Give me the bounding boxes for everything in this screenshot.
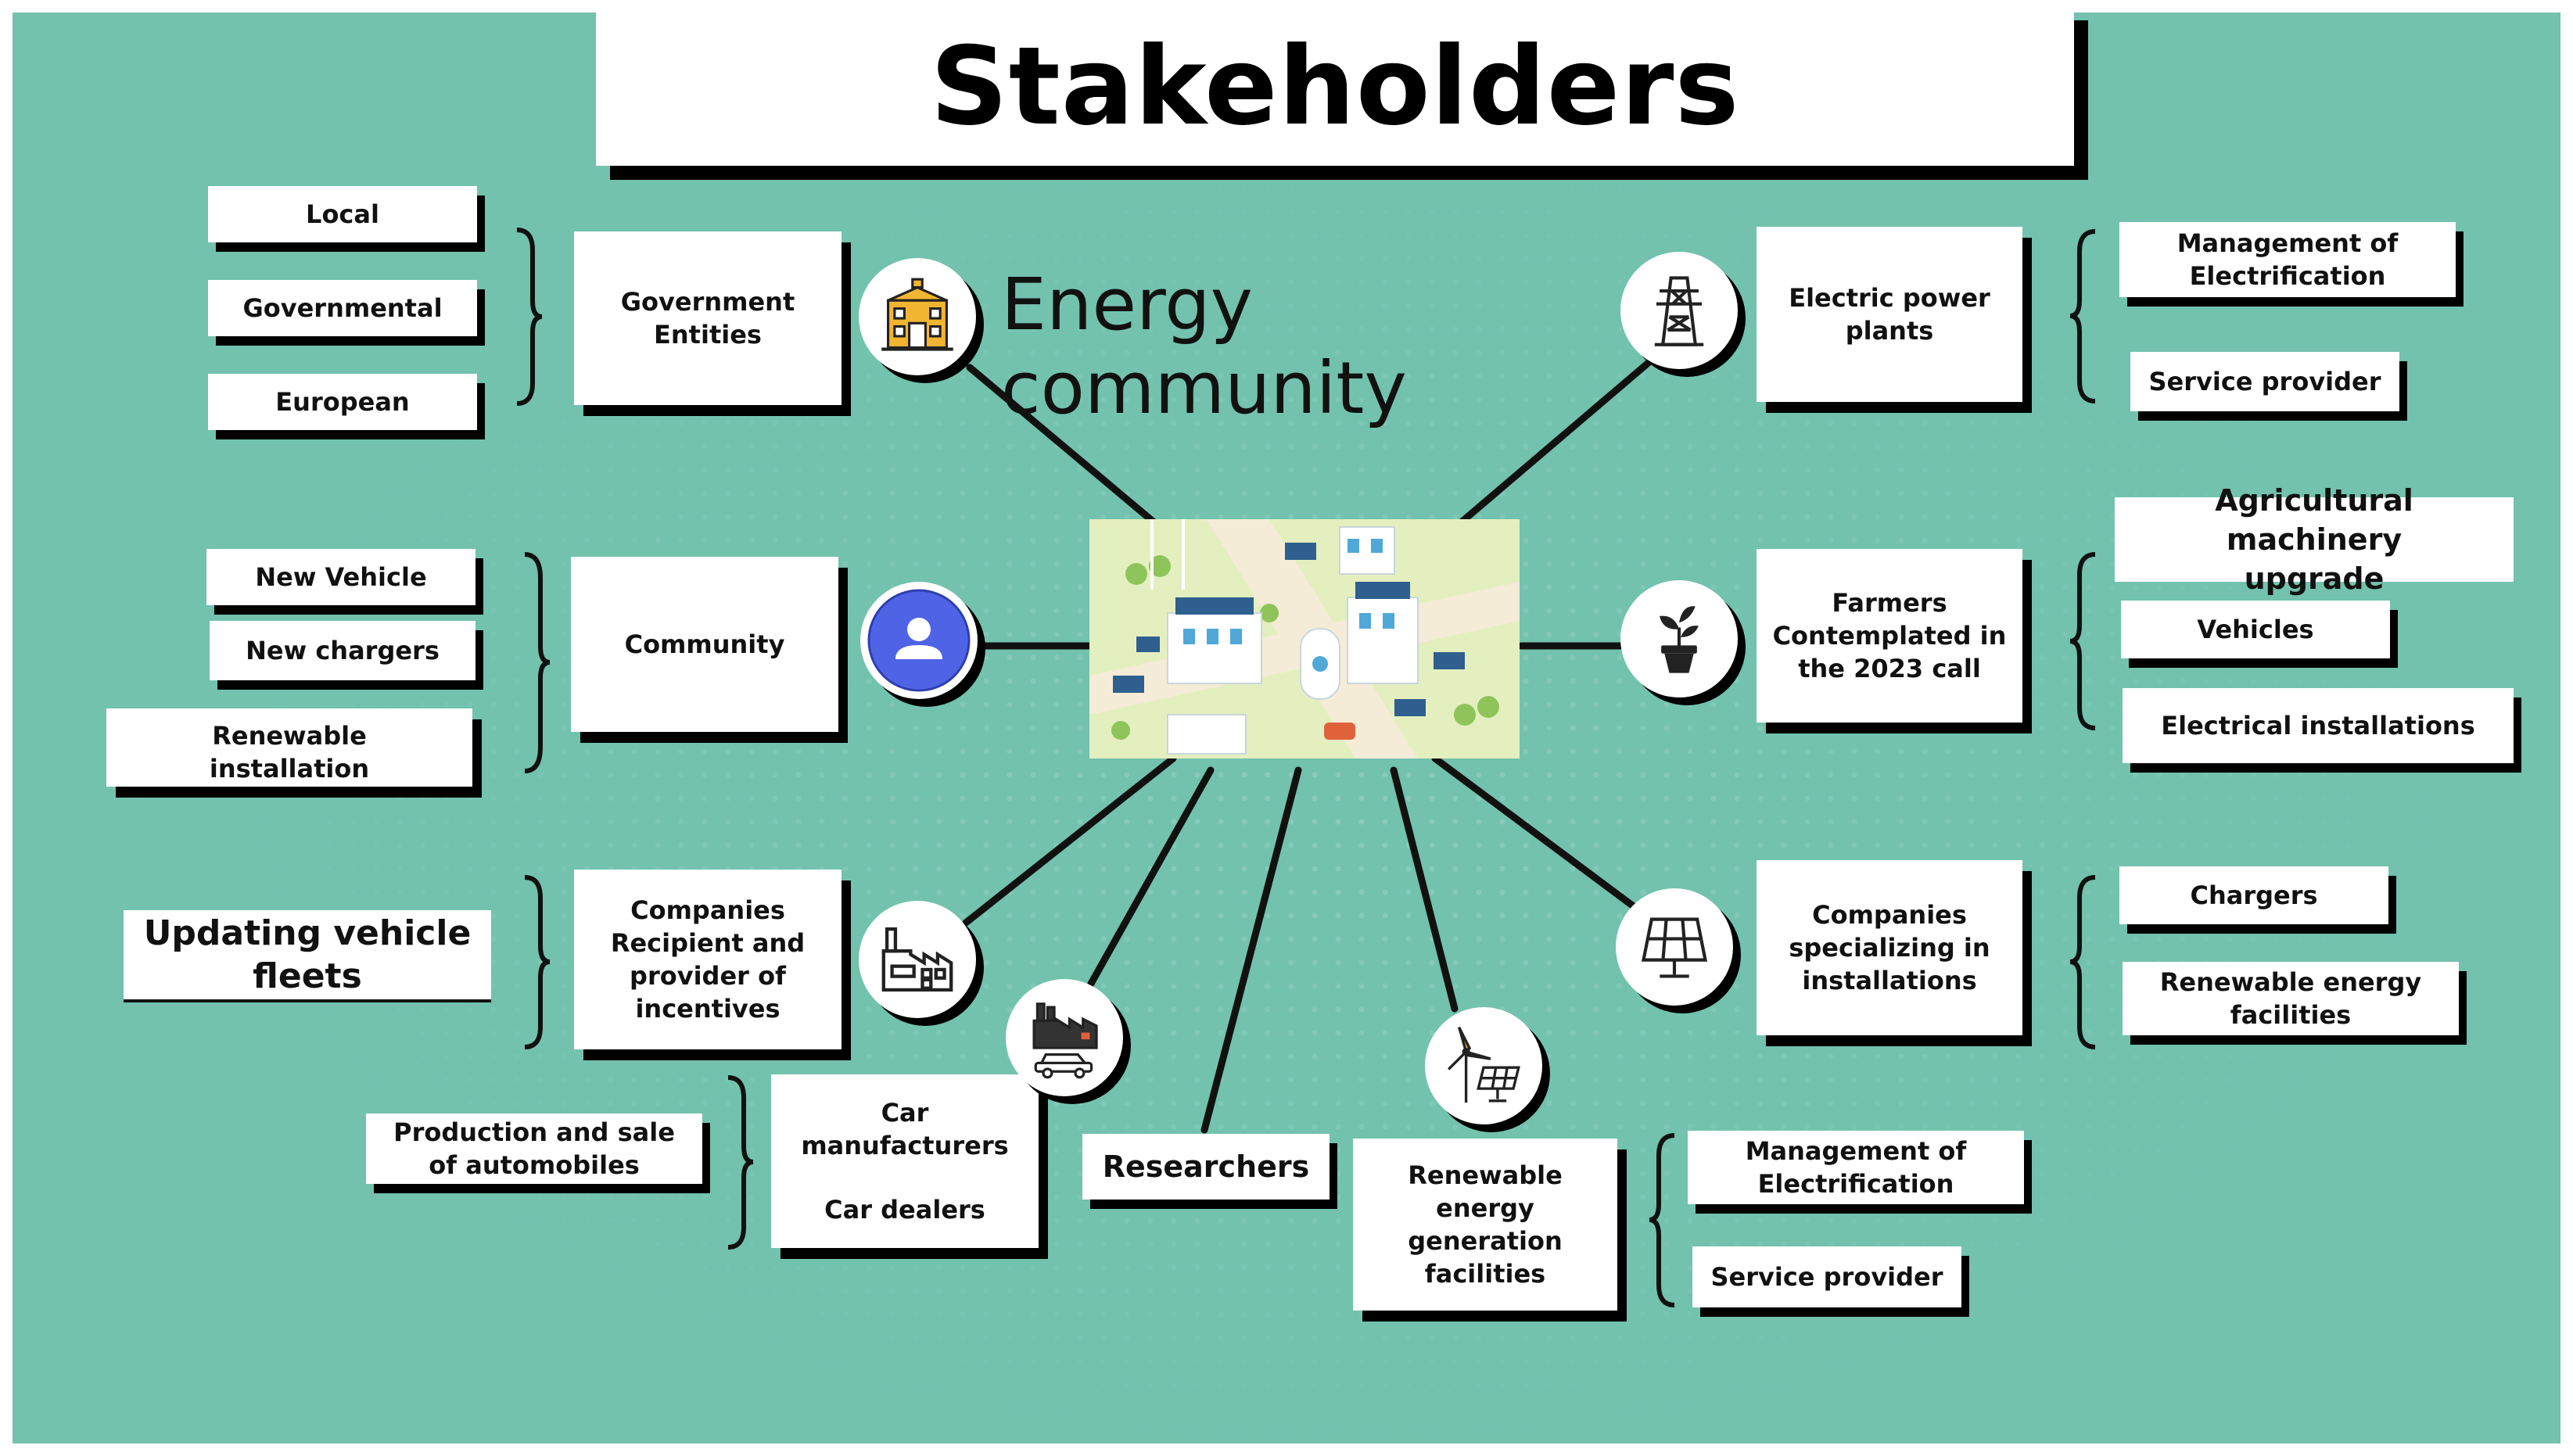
user-icon — [867, 589, 971, 692]
brace-car-manufacturers — [712, 1074, 766, 1250]
title-box: Stakeholders — [596, 6, 2074, 166]
circle-companies-incentives — [859, 901, 976, 1018]
power-tower-icon — [1654, 276, 1704, 346]
node-car-manufacturers: Car manufacturers Car dealers — [771, 1074, 1039, 1248]
factory-icon — [881, 927, 953, 992]
line-power-plants — [1451, 357, 1654, 532]
detail-service-provider-2: Service provider — [1692, 1246, 1961, 1307]
detail-management-electrification-1: Management of Electrification — [2119, 222, 2456, 297]
brace-companies-installations — [2057, 874, 2112, 1050]
line-companies-installations — [1431, 755, 1638, 911]
brace-farmers — [2057, 551, 2112, 731]
circle-community — [860, 582, 978, 699]
detail-governmental: Governmental — [208, 280, 477, 336]
solar-panel-icon — [1641, 917, 1708, 978]
brace-government — [501, 227, 555, 407]
circle-car-manufacturers — [1006, 979, 1123, 1096]
page-title: Stakeholders — [930, 23, 1740, 149]
brace-companies-incentives — [508, 874, 563, 1050]
circle-renewable-generation — [1425, 1007, 1542, 1124]
detail-new-chargers: New chargers — [210, 621, 475, 680]
center-label: Energy community — [1001, 263, 1407, 430]
node-researchers: Researchers — [1082, 1134, 1330, 1200]
detail-local: Local — [208, 186, 477, 242]
circle-companies-installations — [1616, 888, 1733, 1006]
line-government — [966, 364, 1169, 536]
detail-vehicles: Vehicles — [2121, 601, 2390, 658]
detail-electrical-installations: Electrical installations — [2123, 688, 2514, 763]
wind-solar-icon — [1448, 1026, 1520, 1103]
detail-management-electrification-2: Management of Electrification — [1688, 1131, 2024, 1204]
line-car-manufacturers — [1087, 766, 1215, 988]
detail-renewable-energy-facilities: Renewable energy facilities — [2123, 962, 2459, 1035]
node-government: Government Entities — [574, 231, 842, 405]
detail-new-vehicle: New Vehicle — [206, 549, 475, 605]
line-companies-incentives — [962, 755, 1177, 927]
node-community: Community — [571, 557, 838, 732]
car-factory-icon — [1032, 1002, 1098, 1079]
node-companies-incentives: Companies Recipient and provider of ince… — [574, 870, 842, 1049]
brace-community — [508, 551, 563, 774]
detail-agricultural-machinery: Agricultural machinery upgrade — [2115, 483, 2514, 596]
brace-power-plants — [2057, 228, 2112, 404]
plant-pot-icon — [1660, 606, 1699, 673]
line-researchers — [1200, 766, 1302, 1134]
detail-production-sale-automobiles: Production and sale of automobiles — [366, 1114, 702, 1184]
node-renewable-generation: Renewable energy generation facilities — [1353, 1139, 1617, 1311]
node-companies-installations: Companies specializing in installations — [1757, 860, 2022, 1035]
circle-government — [859, 258, 976, 375]
detail-service-provider-1: Service provider — [2130, 352, 2399, 411]
detail-chargers: Chargers — [2119, 866, 2388, 924]
government-building-icon — [881, 278, 953, 351]
detail-updating-vehicle-fleets: Updating vehicle fleets — [124, 910, 491, 1002]
brace-renewable-generation — [1636, 1132, 1691, 1308]
node-farmers: Farmers Contemplated in the 2023 call — [1757, 549, 2022, 723]
detail-renewable-installation: Renewable installation — [106, 708, 472, 787]
circle-farmers — [1620, 580, 1738, 698]
energy-community-illustration — [1089, 519, 1520, 758]
circle-power-plants — [1620, 252, 1738, 369]
node-power-plants: Electric power plants — [1757, 227, 2022, 402]
line-renewable-generation — [1390, 766, 1459, 1013]
detail-european: European — [208, 374, 477, 430]
